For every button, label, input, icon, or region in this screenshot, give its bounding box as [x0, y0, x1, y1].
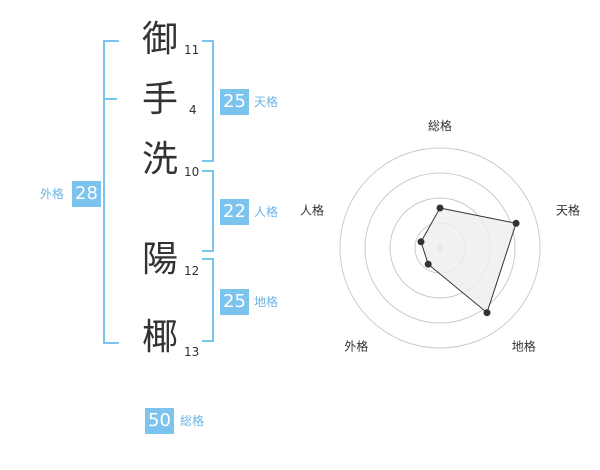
stroke-count-1: 11 [184, 43, 200, 57]
radar-axis-label-4: 外格 [344, 339, 368, 354]
radar-point-4 [424, 260, 432, 268]
chikaku-value-badge: 25 [220, 289, 249, 315]
name-char-2: 手 [141, 79, 178, 120]
jinkaku-label: 人格 [254, 205, 279, 219]
gaikaku-bracket [103, 40, 119, 344]
radar-point-2 [512, 219, 520, 227]
chikaku-label: 地格 [254, 295, 279, 309]
radar-point-5 [417, 238, 425, 246]
radar-axis-label-3: 地格 [512, 339, 536, 354]
soukaku-label: 総格 [180, 414, 205, 428]
name-char-3: 洗 [141, 139, 178, 180]
radar-point-1 [436, 204, 444, 212]
radar-axis-label-5: 人格 [300, 202, 324, 217]
stroke-count-2: 4 [189, 103, 197, 117]
gaikaku-label: 外格 [40, 187, 65, 201]
stroke-count-4: 12 [184, 264, 200, 278]
radar-axis-label-2: 天格 [556, 202, 580, 217]
tenkaku-value-badge: 25 [220, 89, 249, 115]
stroke-count-5: 13 [184, 345, 200, 359]
jinkaku-value-badge: 22 [220, 199, 249, 225]
radar-axis-label-1: 総格 [428, 118, 452, 133]
jinkaku-bracket [202, 170, 214, 252]
radar-ring-4 [339, 147, 541, 349]
soukaku-value-badge: 50 [145, 408, 174, 434]
gaikaku-bracket-tick-1 [103, 98, 117, 100]
radar-ring-3 [364, 172, 516, 324]
stroke-count-3: 10 [184, 165, 200, 179]
tenkaku-bracket [202, 40, 214, 162]
chikaku-bracket [202, 258, 214, 342]
radar-point-3 [483, 309, 491, 317]
gaikaku-value-badge: 28 [72, 181, 101, 207]
tenkaku-label: 天格 [254, 95, 279, 109]
name-char-4: 陽 [141, 239, 178, 280]
name-char-5: 椰 [141, 317, 178, 358]
name-char-1: 御 [141, 19, 178, 60]
radar-data-polygon [420, 207, 517, 314]
